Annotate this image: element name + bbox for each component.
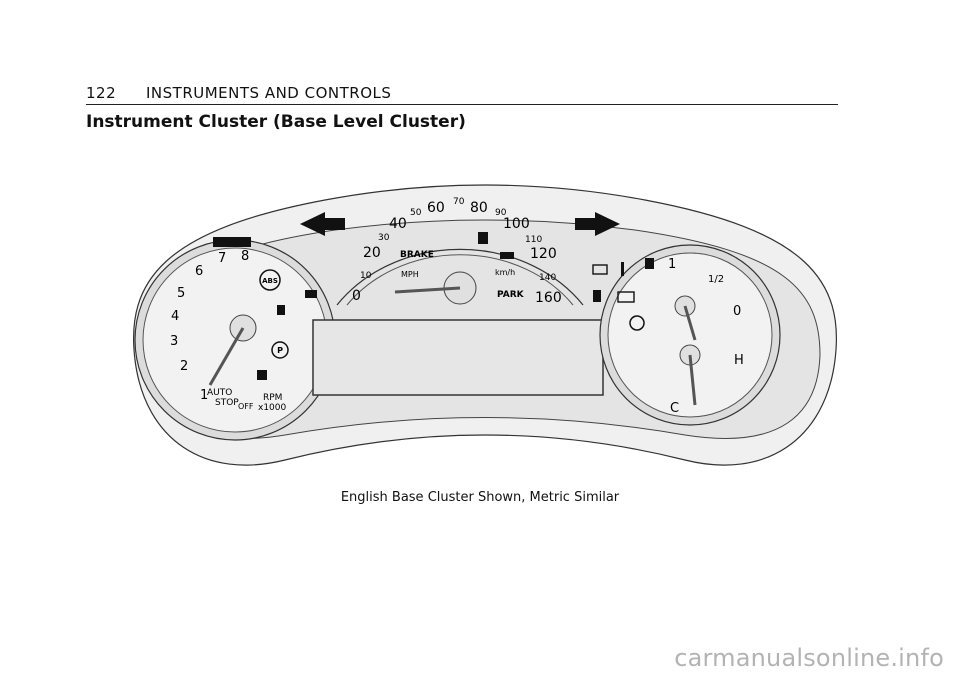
mph-number: 20 [363,245,381,261]
mph-number: 60 [427,200,445,216]
page-number: 122 [86,84,117,102]
tach-number: 3 [170,334,178,349]
coolant-temp-icon [621,262,624,276]
instrument-cluster-illustration: 1 2 3 4 5 6 7 8 AUTO STOP OFF RPM x1000 … [133,184,837,466]
tire-pressure-icon [629,315,645,331]
redline-marker [213,237,251,247]
mph-unit: MPH [401,270,419,279]
fuel-full: 1 [668,257,676,272]
seatbelt-icon [593,290,601,302]
mph-number: 80 [470,200,488,216]
security-icon [277,305,285,315]
mph-number: 120 [530,246,557,262]
tach-needle [208,327,245,386]
mph-number: 160 [535,290,562,306]
figure-caption: English Base Cluster Shown, Metric Simil… [340,490,620,505]
tach-number: 6 [195,264,203,279]
page-heading: Instrument Cluster (Base Level Cluster) [86,112,466,132]
speedo-needle [394,286,461,294]
instrument-cluster-figure: 1 2 3 4 5 6 7 8 AUTO STOP OFF RPM x1000 … [125,160,845,490]
mph-number: 100 [503,216,530,232]
section-title: INSTRUMENTS AND CONTROLS [146,84,392,102]
fuel-temp-gauge: 1 1/2 0 H C [599,244,781,426]
driver-info-display [312,319,604,396]
tach-number: 1 [200,388,208,403]
tachometer: 1 2 3 4 5 6 7 8 AUTO STOP OFF RPM x1000 [134,237,336,441]
mph-minor-number: 140 [539,273,556,283]
stop-label: STOP [215,398,239,408]
mph-minor-number: 110 [525,235,542,245]
mph-number: 0 [352,288,361,304]
battery-icon [592,264,608,275]
page-header: 122 INSTRUMENTS AND CONTROLS [86,82,838,105]
mph-minor-number: 70 [453,197,465,207]
auto-label: AUTO [207,388,232,398]
kmh-unit: km/h [495,268,515,277]
airbag-icon [478,232,488,244]
mph-minor-number: 30 [378,233,390,243]
fuel-pump-icon [645,258,654,269]
tach-number: 8 [241,249,249,264]
right-turn-arrow-icon [575,212,620,236]
temp-hot: H [734,353,744,368]
mph-number: 40 [389,216,407,232]
traction-off-icon [257,370,267,380]
tach-number: 2 [180,359,188,374]
rpm-label: RPM [263,393,282,403]
temp-cold: C [670,401,679,416]
check-engine-icon [617,291,635,303]
left-turn-arrow-icon [300,212,345,236]
headlamp-icon [305,290,317,298]
fuel-empty: 0 [733,304,741,319]
mph-minor-number: 10 [360,271,372,281]
x1000-label: x1000 [258,403,287,413]
mph-minor-number: 90 [495,208,507,218]
oil-pressure-icon [500,252,514,259]
tach-number: 5 [177,286,185,301]
park-brake-icon: P [271,341,289,359]
tach-number: 4 [171,309,179,324]
off-label: OFF [238,402,254,411]
speedometer: 0 20 40 60 80 100 120 160 10 30 50 70 90… [336,197,584,306]
brake-indicator: BRAKE [400,250,434,260]
abs-label: ABS [262,277,278,285]
watermark: carmanualsonline.info [674,644,944,672]
park-brake-label: P [277,346,283,355]
park-indicator: PARK [497,290,525,300]
fuel-half: 1/2 [708,274,724,285]
mph-minor-number: 50 [410,208,422,218]
abs-icon: ABS [259,269,281,291]
tach-number: 7 [218,251,226,266]
